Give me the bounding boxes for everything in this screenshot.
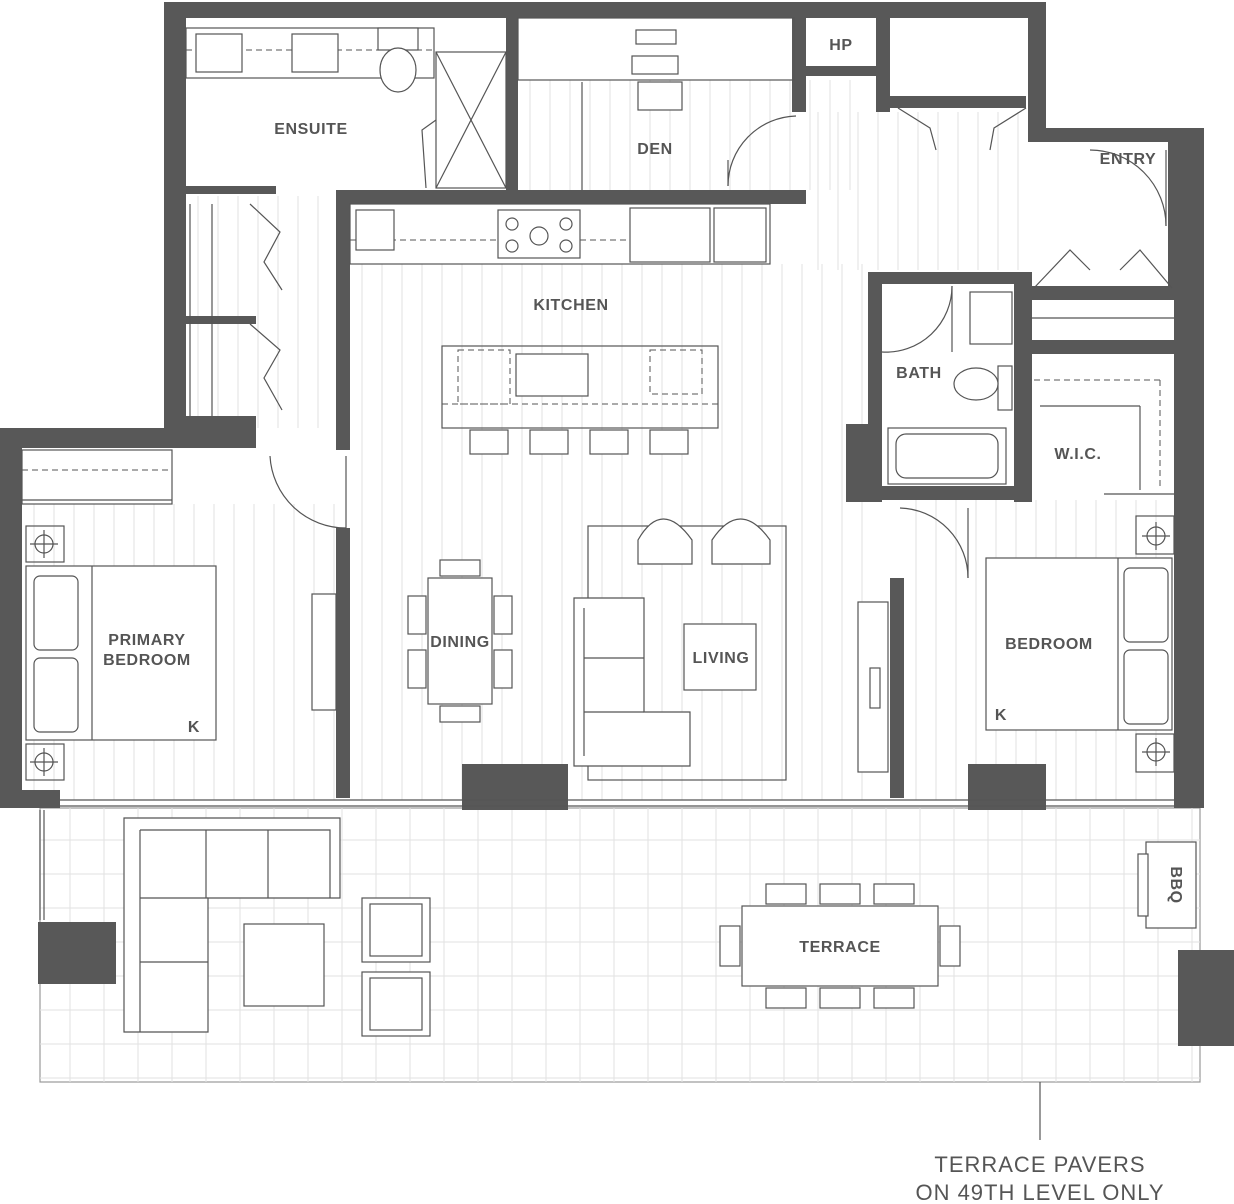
label-terrace: TERRACE	[799, 939, 881, 956]
label-bbq: BBQ	[1167, 866, 1184, 903]
label-ensuite: ENSUITE	[274, 121, 348, 138]
doors	[189, 107, 1174, 579]
label-dining: DINING	[430, 634, 490, 651]
note-line-1: TERRACE PAVERS	[934, 1152, 1145, 1177]
terrace-furniture	[123, 817, 1197, 1037]
bed-marker-bedroom: K	[995, 707, 1007, 724]
bed-marker-primary: K	[188, 719, 200, 736]
label-hp: HP	[829, 37, 852, 54]
label-bedroom: BEDROOM	[1005, 636, 1093, 653]
den-desk	[517, 17, 795, 190]
ensuite-fixtures	[185, 27, 507, 189]
living-set	[573, 518, 889, 781]
window-line	[39, 799, 1174, 920]
label-primary-bedroom-1: PRIMARY	[108, 632, 185, 649]
dining-set	[407, 559, 513, 723]
label-den: DEN	[637, 141, 673, 158]
bath-fixtures	[887, 291, 1174, 495]
primary-bed	[25, 525, 337, 781]
label-wic: W.I.C.	[1054, 446, 1101, 463]
label-bath: BATH	[896, 365, 942, 382]
primary-closet	[21, 449, 173, 505]
room-labels: ENSUITE DEN HP ENTRY KITCHEN BATH W.I.C.…	[103, 37, 1184, 956]
kitchen-fixtures	[349, 203, 771, 455]
bedroom-bed	[985, 515, 1175, 773]
walls	[0, 2, 1234, 1046]
label-kitchen: KITCHEN	[533, 297, 608, 314]
note-line-2: ON 49TH LEVEL ONLY	[915, 1180, 1164, 1204]
label-living: LIVING	[693, 650, 750, 667]
label-entry: ENTRY	[1100, 151, 1157, 168]
terrace-note: TERRACE PAVERS ON 49TH LEVEL ONLY	[915, 1152, 1164, 1204]
label-primary-bedroom-2: BEDROOM	[103, 652, 191, 669]
